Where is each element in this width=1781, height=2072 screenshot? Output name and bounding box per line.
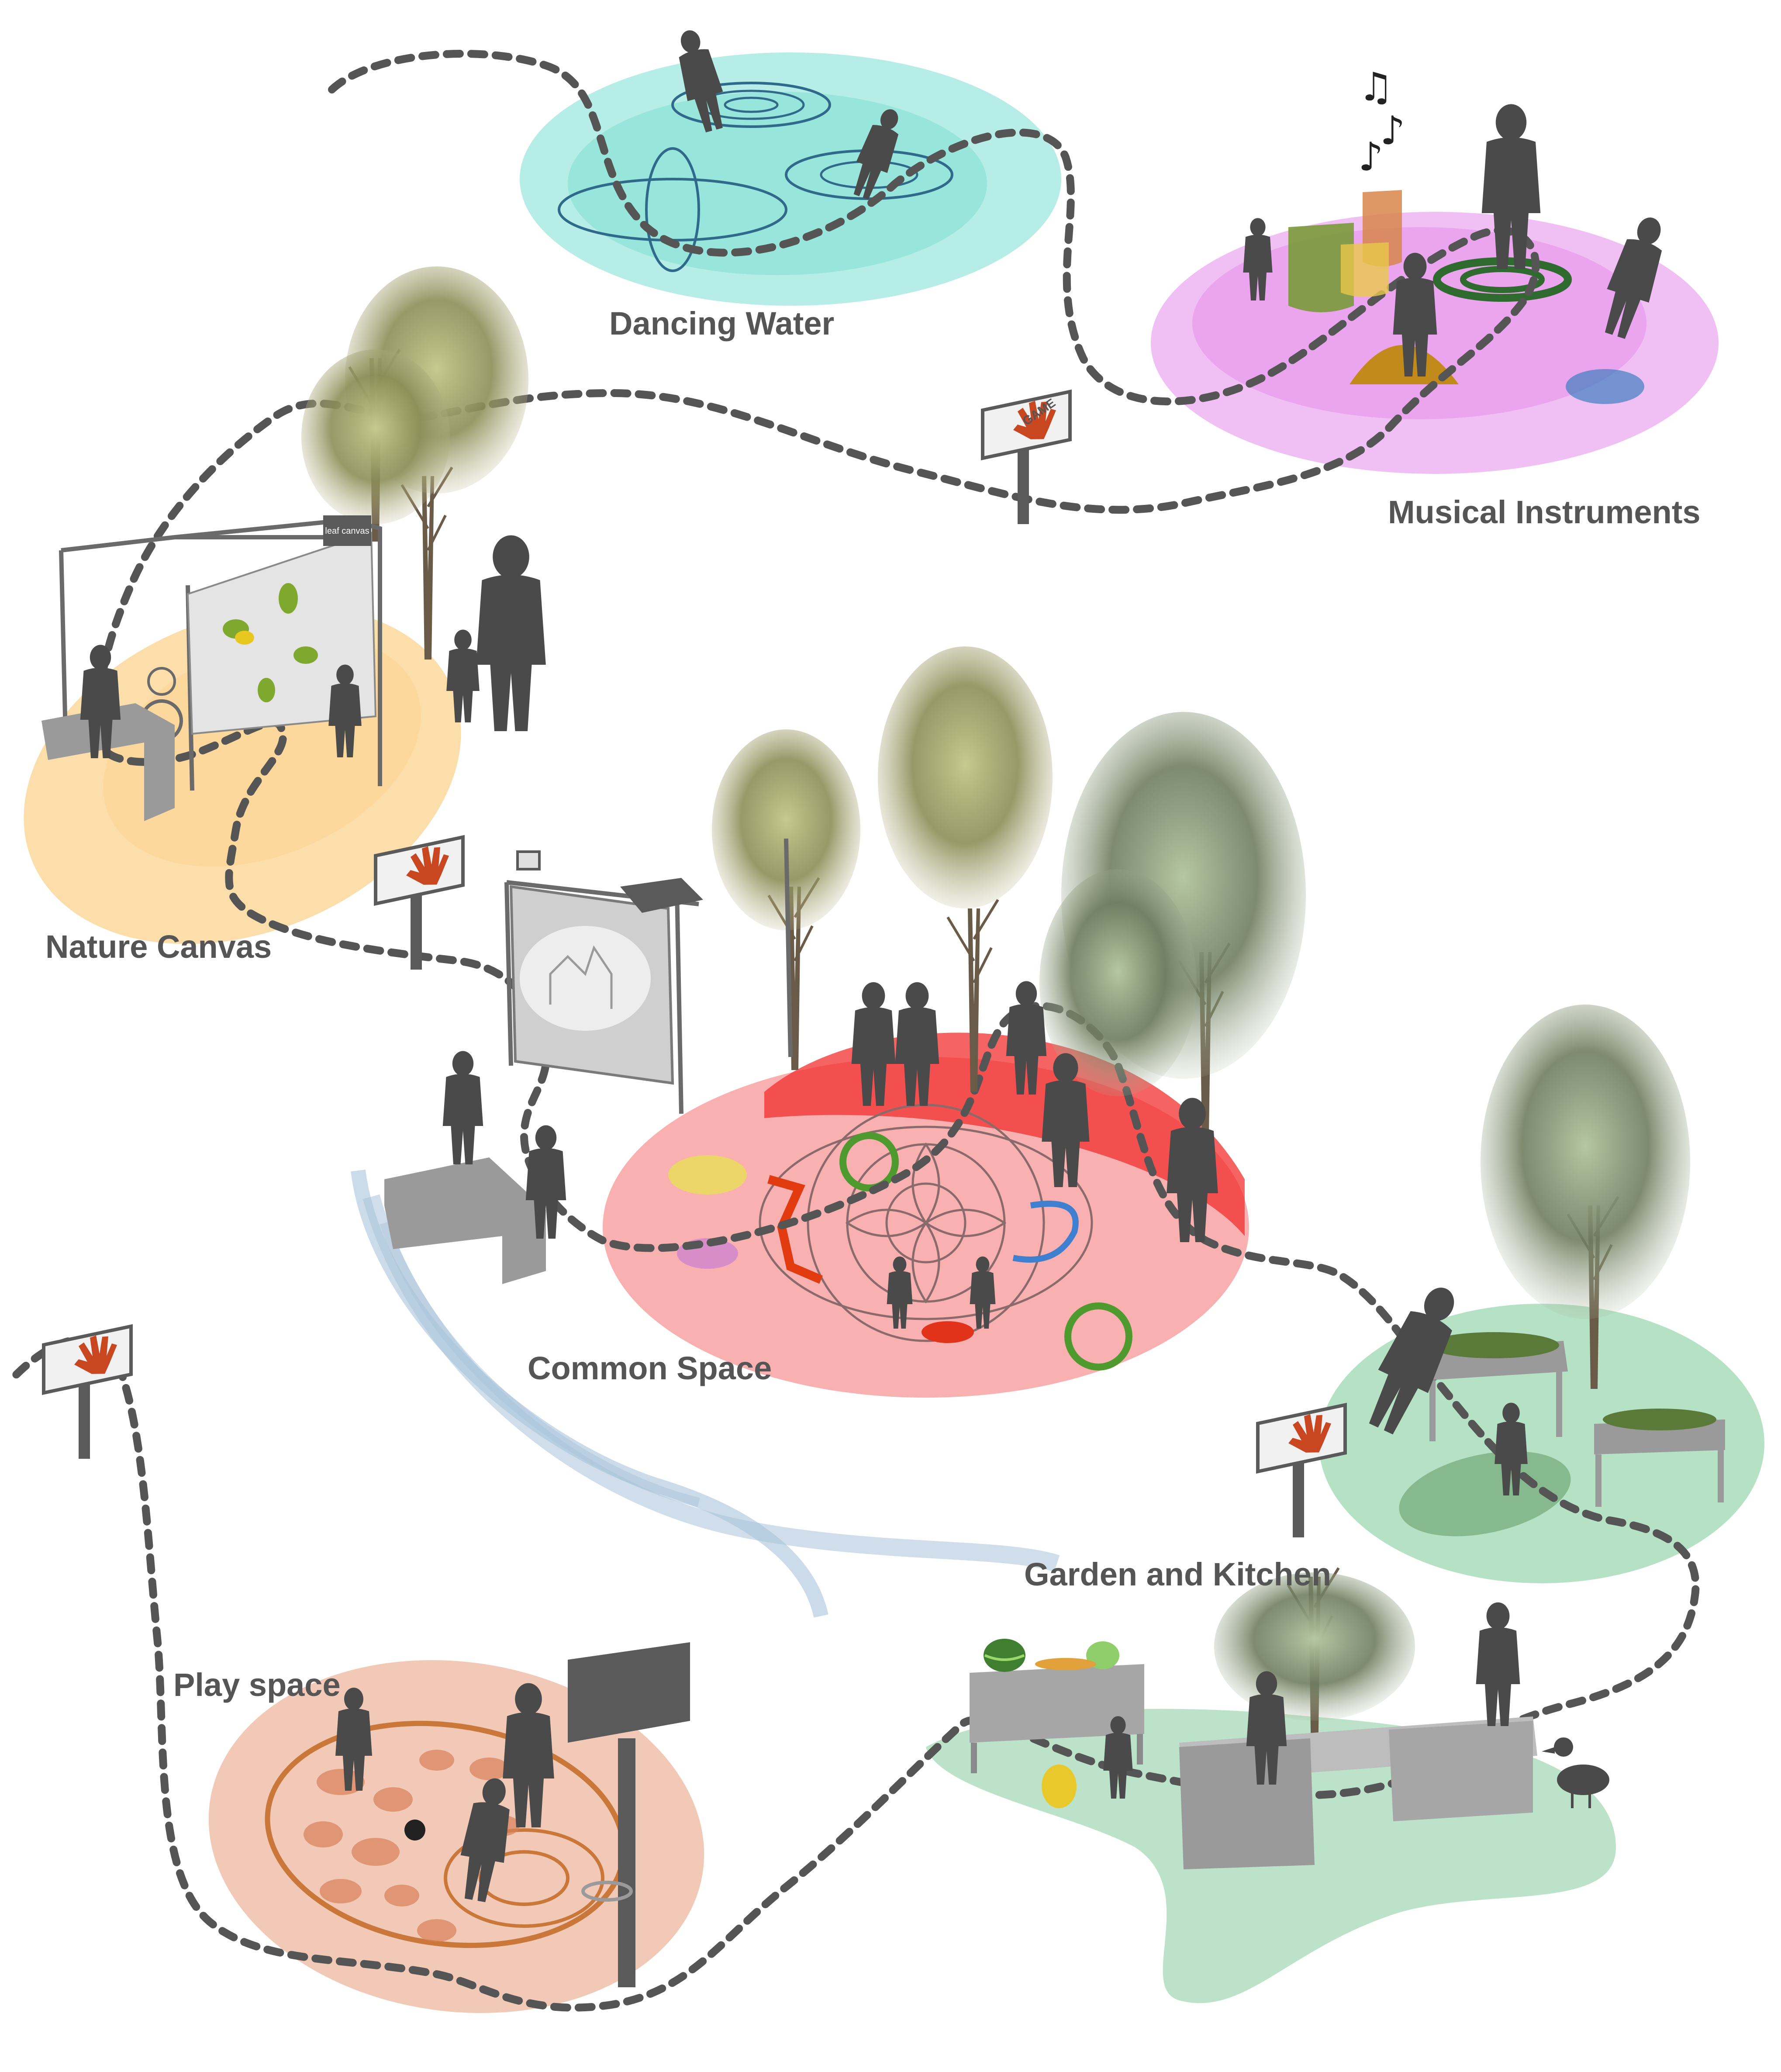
- label-garden-kitchen: Garden and Kitchen: [1024, 1556, 1332, 1592]
- ripple: [671, 82, 831, 128]
- sound-pad: [1460, 266, 1545, 293]
- nature-canvas-frame: leaf canvas: [41, 515, 382, 821]
- zone-play-space: [208, 1660, 704, 2013]
- ball: [404, 1820, 425, 1841]
- label-nature-canvas: Nature Canvas: [45, 929, 272, 965]
- leaf-icon: [223, 583, 318, 702]
- projector: [620, 878, 703, 913]
- musical-drums: [1288, 190, 1402, 312]
- yellow-splash: [668, 1155, 747, 1195]
- tree-garden: [1481, 1005, 1690, 1389]
- game-sign: [983, 392, 1070, 524]
- tv-icon: [516, 850, 541, 870]
- svg-text:♪: ♪: [1358, 134, 1383, 180]
- green-ring: [1064, 1302, 1132, 1371]
- label-common-space: Common Space: [528, 1350, 772, 1386]
- canvas-tag: [323, 515, 371, 546]
- canvas-tag-text: leaf canvas: [325, 526, 369, 536]
- svg-text:♫: ♫: [1358, 64, 1394, 110]
- zone-dancing-water: [520, 52, 1061, 306]
- bench: [384, 1157, 546, 1284]
- watermelon-icon: [984, 1639, 1025, 1672]
- ripple: [645, 147, 700, 272]
- ripple: [724, 97, 779, 113]
- tree-cluster-common-space: [712, 646, 1306, 1136]
- drum: [1566, 369, 1644, 404]
- music-note-icon: ♫♪♪: [1358, 64, 1405, 180]
- planter-boxes: [1424, 1332, 1725, 1507]
- people-silhouettes: [80, 26, 1674, 1904]
- label-musical-instruments: Musical Instruments: [1388, 494, 1701, 530]
- common-space-screen: [384, 838, 793, 1284]
- basketball-hoop-icon: [404, 1642, 690, 1987]
- stream: [351, 1169, 1060, 1618]
- game-sign: [44, 1326, 131, 1459]
- svg-text:♪: ♪: [1380, 108, 1405, 154]
- red-splash: [922, 1321, 974, 1343]
- green-ring: [839, 1132, 899, 1191]
- canvas-panel: [186, 532, 377, 735]
- label-dancing-water: Dancing Water: [609, 305, 835, 342]
- tree-cluster-nature-canvas: [301, 266, 528, 660]
- label-play-space: Play space: [173, 1667, 341, 1703]
- duck-icon: [1542, 1737, 1609, 1808]
- bench: [41, 703, 175, 821]
- game-sign: [376, 837, 463, 970]
